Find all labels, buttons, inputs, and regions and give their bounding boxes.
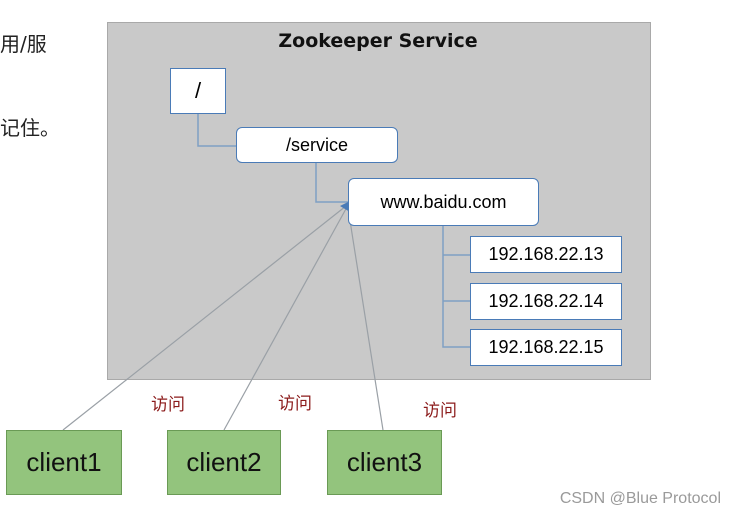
access-line-client1 bbox=[62, 205, 347, 431]
connector-root-service bbox=[197, 114, 236, 147]
client-node-1: client1 bbox=[6, 430, 122, 495]
node-root: / bbox=[170, 68, 226, 114]
access-label-1: 访问 bbox=[151, 395, 185, 415]
diagram-title: Zookeeper Service bbox=[278, 30, 478, 52]
watermark: CSDN @Blue Protocol bbox=[559, 490, 721, 507]
node-ip-2: 192.168.22.14 bbox=[470, 283, 622, 320]
left-text-fragment-1: 用/服 bbox=[0, 32, 47, 56]
access-label-3: 访问 bbox=[423, 401, 457, 421]
connector-service-domain bbox=[315, 163, 348, 203]
node-service: /service bbox=[236, 127, 398, 163]
access-line-client2 bbox=[223, 206, 348, 431]
node-ip-1: 192.168.22.13 bbox=[470, 236, 622, 273]
client-node-2: client2 bbox=[167, 430, 281, 495]
client-node-3: client3 bbox=[327, 430, 442, 495]
node-domain: www.baidu.com bbox=[348, 178, 539, 226]
left-text-fragment-2: 记住。 bbox=[0, 116, 60, 140]
connector-domain-ips bbox=[442, 226, 470, 348]
access-label-2: 访问 bbox=[278, 394, 312, 414]
node-ip-3: 192.168.22.15 bbox=[470, 329, 622, 366]
access-line-client3 bbox=[347, 207, 384, 431]
